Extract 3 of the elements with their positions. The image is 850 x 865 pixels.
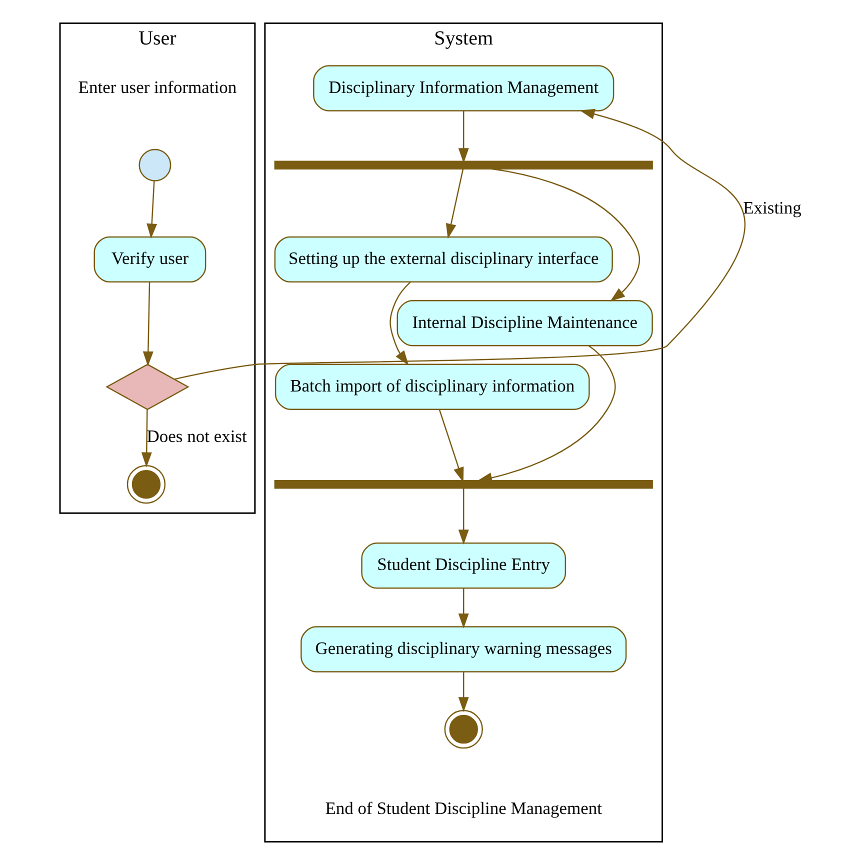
node-label: End of Student Discipline Management — [324, 798, 602, 818]
edge-label: Existing — [742, 197, 801, 218]
label: Enter user information — [78, 76, 236, 97]
